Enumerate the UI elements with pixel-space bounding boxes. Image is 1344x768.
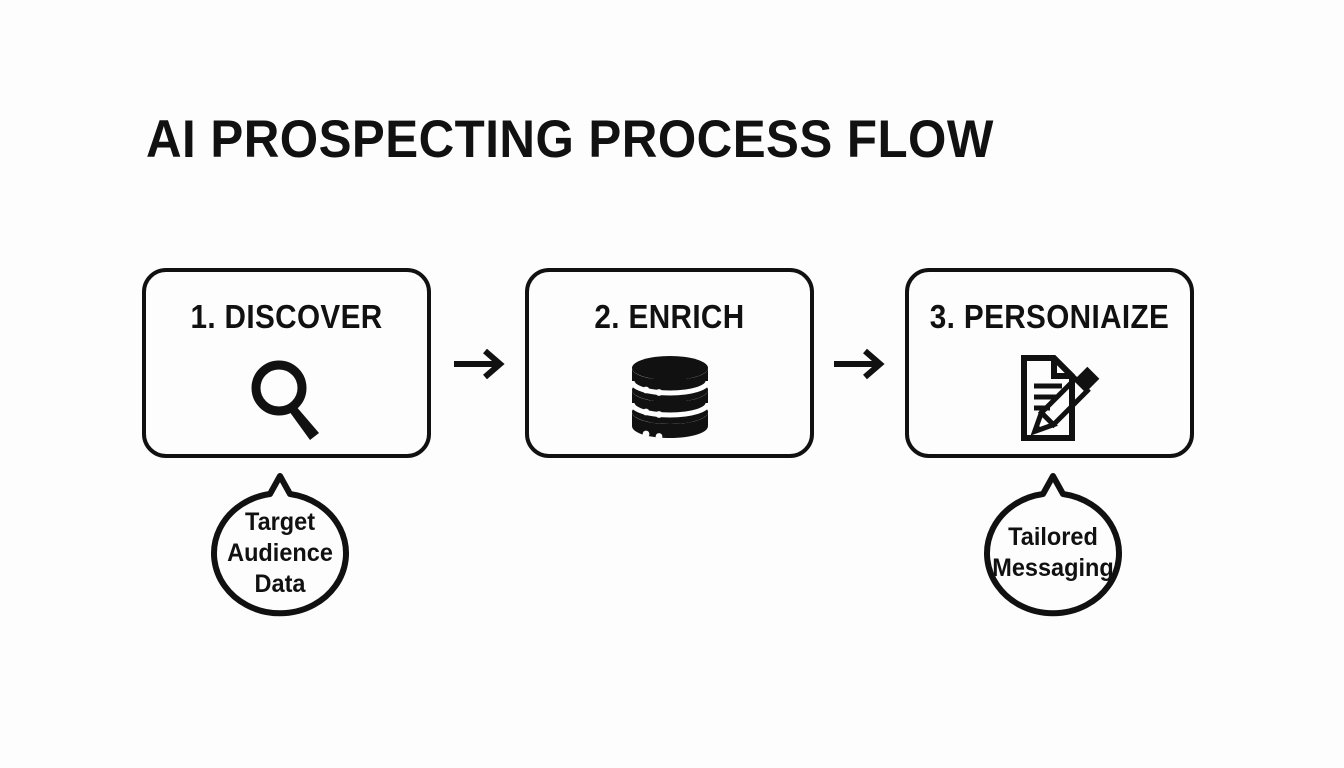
step-label-discover: 1. DISCOVER <box>190 298 383 335</box>
arrow-step2-to-step3 <box>832 346 892 382</box>
document-pencil-icon <box>909 348 1190 448</box>
step-label-enrich: 2. ENRICH <box>594 298 745 335</box>
step-box-discover[interactable]: 1. DISCOVER <box>142 268 431 458</box>
callout-line-1: Target <box>244 507 316 536</box>
callout-tailored-messaging: Tailored Messaging <box>975 472 1131 620</box>
page-title: AI PROSPECTING PROCESS FLOW <box>146 110 994 169</box>
callout-line-1: Tailored <box>1008 523 1098 551</box>
callout-text-1: Target Audience Data <box>207 472 354 620</box>
callout-line-2: Audience <box>227 538 333 567</box>
callout-target-audience-data: Target Audience Data <box>202 472 358 620</box>
callout-line-3: Data <box>254 569 306 598</box>
arrow-step1-to-step2 <box>452 346 512 382</box>
database-icon <box>529 348 810 448</box>
step-box-personalize[interactable]: 3. PERSONIAIZE <box>905 268 1194 458</box>
callout-line-2: Messaging <box>992 554 1114 582</box>
step-box-enrich[interactable]: 2. ENRICH <box>525 268 814 458</box>
step-label-personalize: 3. PERSONIAIZE <box>929 298 1170 335</box>
magnifier-icon <box>146 348 427 448</box>
callout-text-2: Tailored Messaging <box>980 472 1127 620</box>
